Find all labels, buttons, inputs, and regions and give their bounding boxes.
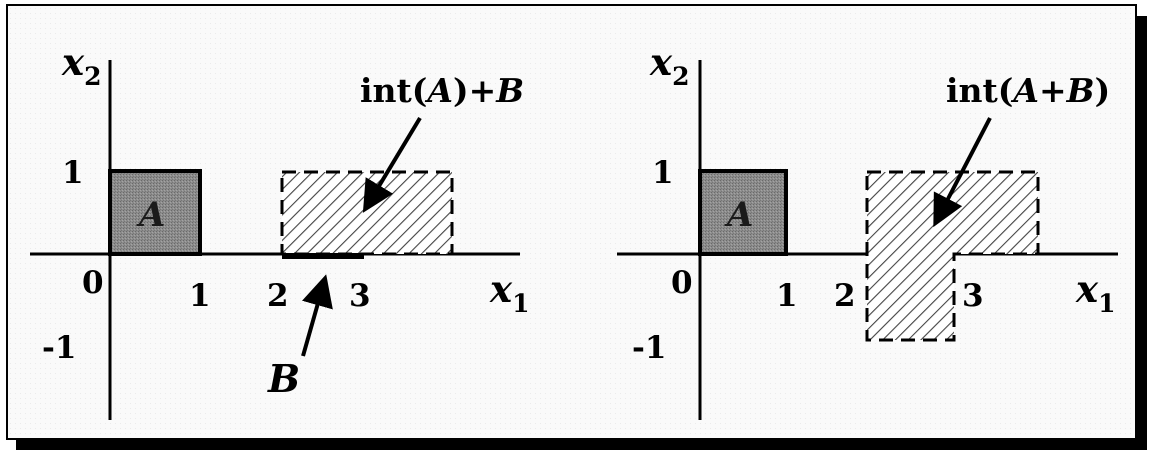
right-x2-axis-label: x2 — [649, 40, 689, 91]
left-tick-y-1: 1 — [62, 155, 84, 191]
right-result-arrow — [933, 117, 992, 228]
left-tick-x-3: 3 — [349, 278, 371, 314]
left-result-label: int(A)+B — [360, 71, 524, 110]
left-x1-axis-label: x1 — [489, 267, 529, 318]
left-tick-origin: 0 — [82, 265, 104, 301]
left-tick-y-neg1: -1 — [42, 330, 76, 366]
left-int-a-plus-b-region — [280, 170, 454, 256]
left-panel: A x2 1 0 -1 1 2 3 x1 int(A)+B B — [30, 40, 529, 420]
right-x1-axis-label: x1 — [1075, 267, 1115, 318]
left-result-arrow — [362, 116, 422, 213]
right-panel: A x2 1 0 -1 1 2 3 x1 int(A+B) — [617, 40, 1118, 420]
left-set-a — [108, 169, 202, 256]
right-tick-x-1: 1 — [776, 278, 798, 314]
right-set-a — [698, 169, 788, 256]
left-set-b-label: B — [267, 356, 300, 401]
right-tick-x-3: 3 — [962, 278, 984, 314]
left-tick-x-2: 2 — [267, 278, 289, 314]
left-set-a-label: A — [136, 195, 165, 235]
right-set-a-label: A — [724, 195, 753, 235]
right-tick-y-1: 1 — [652, 155, 674, 191]
left-tick-x-1: 1 — [189, 278, 211, 314]
left-x2-axis-label: x2 — [61, 40, 101, 91]
right-tick-origin: 0 — [671, 265, 693, 301]
right-result-label: int(A+B) — [946, 71, 1110, 110]
right-tick-x-2: 2 — [834, 278, 856, 314]
left-set-b-arrow — [301, 274, 333, 357]
right-int-a-plus-b-region — [865, 170, 1040, 342]
right-tick-y-neg1: -1 — [632, 330, 666, 366]
